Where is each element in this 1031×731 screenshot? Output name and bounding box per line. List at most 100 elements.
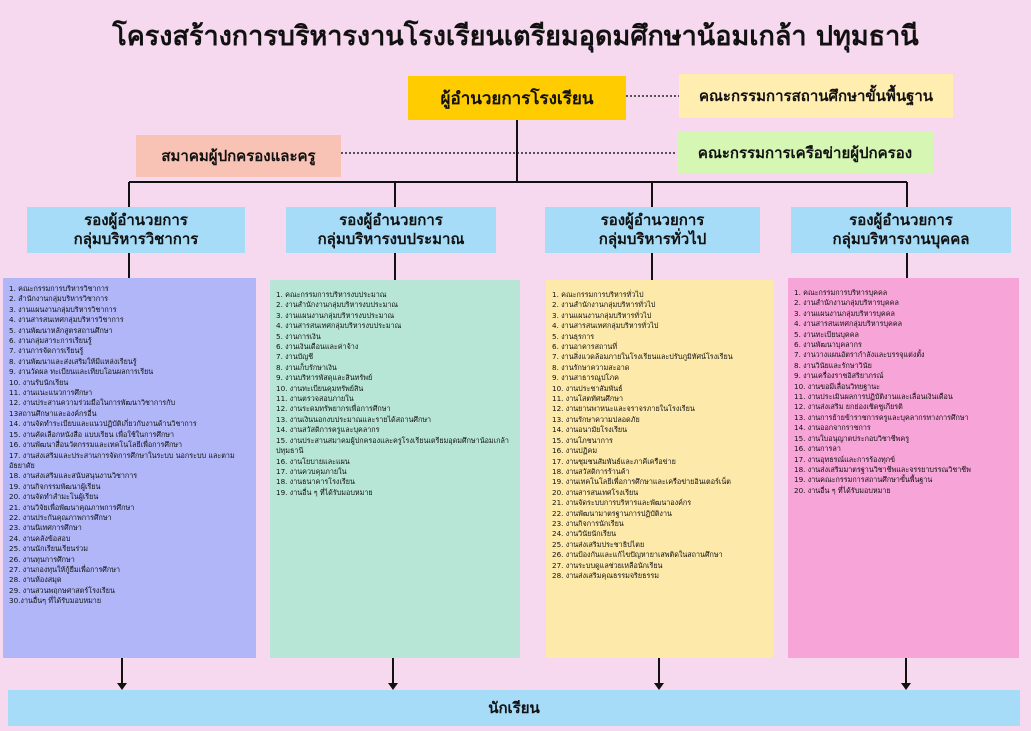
task-item: 17. งานควบคุมภายใน: [276, 466, 347, 476]
task-item: 13. งานการย้ายข้าราชการครูและบุคลากรทางก…: [794, 412, 969, 422]
task-item: 6. งานเงินเดือนและค่าจ้าง: [276, 342, 359, 352]
task-item: 18. งานส่งเสริมมาตรฐานวิชาชีพและจรรยาบรร…: [794, 464, 971, 474]
task-item: 3. งานแผนงานกลุ่มบริหารทั่วไป: [552, 310, 652, 320]
dept-general-box: รองผู้อำนวยการ กลุ่มบริหารทั่วไป: [545, 207, 760, 253]
task-item: 13สถานศึกษาและองค์กรอื่น: [9, 408, 97, 418]
task-item: 2. สำนักงานกลุ่มบริหารวิชาการ: [9, 294, 109, 304]
dept-title-line2: กลุ่มบริหารทั่วไป: [598, 230, 707, 248]
task-item: 5. งานการเงิน: [276, 331, 321, 341]
task-item: 15. งานใบอนุญาตประกอบวิชาชีพครู: [794, 433, 910, 443]
task-item: 10. งานขอมีเลื่อนวิทยฐานะ: [794, 381, 880, 391]
task-item: 19. งานเทคโนโลยีเพื่อการศึกษาและเครือข่า…: [552, 477, 731, 487]
task-item: 11. งานตรวจสอบภายใน: [276, 394, 354, 404]
task-item: 30.งานอื่นๆ ที่ได้รับมอบหมาย: [9, 596, 102, 606]
basic-education-board-box: คณะกรรมการสถานศึกษาขั้นพื้นฐาน: [679, 74, 953, 118]
task-item: 5. งานธุรการ: [552, 331, 595, 341]
director-box: ผู้อำนวยการโรงเรียน: [408, 76, 626, 120]
task-item: 23. งานนิเทศการศึกษา: [9, 523, 82, 533]
task-item: 18. งานส่งเสริมและสนับสนุนงานวิชาการ: [9, 471, 138, 481]
task-item: 25. งานนักเรียนเรียนร่วม: [9, 544, 88, 554]
parent-teacher-association-box: สมาคมผู้ปกครองและครู: [136, 135, 341, 177]
dept-title-line2: กลุ่มบริหารงานบุคคล: [832, 230, 970, 248]
task-item: 8. งานเก็บรักษาเงิน: [276, 362, 337, 372]
task-item: 3. งานแผนงานกลุ่มบริหารบุคคล: [794, 308, 895, 318]
task-item: 15. งานคัดเลือกหนังสือ แบบเรียน เพื่อใช้…: [9, 429, 175, 439]
arrow-head-4: [901, 683, 911, 690]
task-item: 20. งานอื่น ๆ ที่ได้รับมอบหมาย: [794, 485, 891, 495]
arrow-head-3: [654, 683, 664, 690]
task-item: 12. งานประสานความร่วมมือในการพัฒนาวิชากา…: [9, 398, 176, 408]
task-item: 6. งานกลุ่มสาระการเรียนรู้: [9, 336, 92, 346]
task-item: 3. งานแผนงานกลุ่มบริหารวิชาการ: [9, 304, 117, 314]
task-item: 19. งานอื่น ๆ ที่ได้รับมอบหมาย: [276, 487, 373, 497]
task-item: 9. งานบริหารพัสดุและสินทรัพย์: [276, 373, 373, 383]
task-item: 19. งานกิจกรรมพัฒนาผู้เรียน: [9, 481, 101, 491]
task-item: 18. งานธนาคารโรงเรียน: [276, 477, 355, 487]
task-item: 10. งานรับนักเรียน: [9, 377, 69, 387]
task-item: 7. งานการจัดการเรียนรู้: [9, 346, 84, 356]
task-item: 18. งานสวัสดิการร้านค้า: [552, 466, 630, 476]
task-item: 7. งานวางแผนอัตรากำลังและบรรจุแต่งตั้ง: [794, 350, 925, 360]
task-item: 4. งานสารสนเทศกลุ่มบริหารวิชาการ: [9, 315, 124, 325]
task-item: 16. งานปฏิคม: [552, 446, 598, 456]
task-item: 2. งานสำนักงานกลุ่มบริหารบุคคล: [794, 298, 899, 308]
task-item: 22. งานพัฒนามาตรฐานการปฏิบัติงาน: [552, 508, 672, 518]
task-item: 28. งานส่งเสริมคุณธรรมจริยธรรม: [552, 570, 659, 580]
task-item: 22. งานประกันคุณภาพการศึกษา: [9, 512, 112, 522]
task-item: 7. งานสิ่งแวดล้อมภายในโรงเรียนและปรับภูม…: [552, 352, 733, 362]
task-item: 28. งานห้องสมุด: [9, 575, 62, 585]
dept-personnel-box: รองผู้อำนวยการ กลุ่มบริหารงานบุคคล: [791, 207, 1011, 253]
task-item: 1. คณะกรรมการบริหารบุคคล: [794, 288, 888, 297]
task-item: 7. งานบัญชี: [276, 352, 314, 362]
dept-title-line2: กลุ่มบริหารวิชาการ: [73, 230, 199, 248]
task-item: 1. คณะกรรมการบริหารวิชาการ: [9, 284, 109, 293]
task-item: 16. งานพัฒนาสื่อนวัตกรรมและเทคโนโลยีเพื่…: [9, 440, 183, 450]
task-item: 4. งานสารสนเทศกลุ่มบริหารบุคคล: [794, 319, 903, 329]
task-item: 17. งานชุมชนสัมพันธ์และภาคีเครือข่าย: [552, 456, 676, 466]
task-item: 25. งานส่งเสริมประชาธิปไตย: [552, 539, 645, 549]
task-item: 12. งานยานพาหนะและจราจรภายในโรงเรียน: [552, 404, 695, 414]
task-item: 10. งานทะเบียนคุมทรัพย์สิน: [276, 383, 364, 393]
task-item: 12. งานส่งเสริม ยกย่องเชิดชูเกียรติ: [794, 402, 903, 412]
task-item: 20. งานสารสนเทศโรงเรียน: [552, 487, 639, 497]
task-item: 24. งานคลังข้อสอบ: [9, 533, 71, 543]
task-item: 9. งานวัดผล ทะเบียนและเทียบโอนผลการเรียน: [9, 367, 154, 377]
task-item: 15. งานโภชนาการ: [552, 435, 613, 445]
task-item: 9. งานสาธารณูปโภค: [552, 373, 619, 383]
task-item: 13. งานรักษาความปลอดภัย: [552, 414, 640, 424]
task-item: 17. งานอุทธรณ์และการร้องทุกข์: [794, 454, 895, 464]
dept-title-line1: รองผู้อำนวยการ: [849, 211, 953, 230]
task-item: 5. งานพัฒนาหลักสูตรสถานศึกษา: [9, 325, 113, 335]
task-item: 14. งานสวัสดิการครูและบุคลากร: [276, 425, 380, 435]
task-item: 6. งานอาคารสถานที่: [552, 342, 618, 352]
task-item: 3. งานแผนงานกลุ่มบริหารงบประมาณ: [276, 310, 395, 320]
task-item: 27. งานระบบดูแลช่วยเหลือนักเรียน: [552, 560, 663, 570]
task-item: 26. งานทุนการศึกษา: [9, 554, 75, 564]
task-item: 15. งานประสานสมาคมผู้ปกครองและครูโรงเรีย…: [276, 435, 509, 456]
task-item: 16. งานการลา: [794, 444, 841, 454]
arrow-head-2: [388, 683, 398, 690]
arrow-head-1: [117, 683, 127, 690]
task-item: 2. งานสำนักงานกลุ่มบริหารงบประมาณ: [276, 300, 399, 310]
task-item: 11. งานประเมินผลการปฏิบัติงานและเลื่อนเง…: [794, 392, 953, 402]
task-item: 4. งานสารสนเทศกลุ่มบริหารงบประมาณ: [276, 321, 402, 331]
task-item: 17. งานส่งเสริมและประสานการจัดการศึกษาใน…: [9, 450, 235, 470]
task-item: 16. งานโยบายและแผน: [276, 456, 350, 466]
task-item: 11. งานแนะแนวการศึกษา: [9, 388, 93, 398]
task-item: 26. งานป้องกันและแก้ไขปัญหายาเสพติดในสถา…: [552, 550, 723, 560]
task-item: 1. คณะกรรมการบริหารงบประมาณ: [276, 290, 387, 299]
task-item: 8. งานวินัยและรักษาวินัย: [794, 360, 872, 370]
dept-title-line1: รองผู้อำนวยการ: [339, 211, 443, 230]
task-item: 14. งานออกจากราชการ: [794, 423, 871, 433]
task-item: 19. งานคณะกรรมการสถานศึกษาขั้นพื้นฐาน: [794, 475, 933, 485]
task-item: 12. งานระดมทรัพยากรเพื่อการศึกษา: [276, 404, 391, 414]
